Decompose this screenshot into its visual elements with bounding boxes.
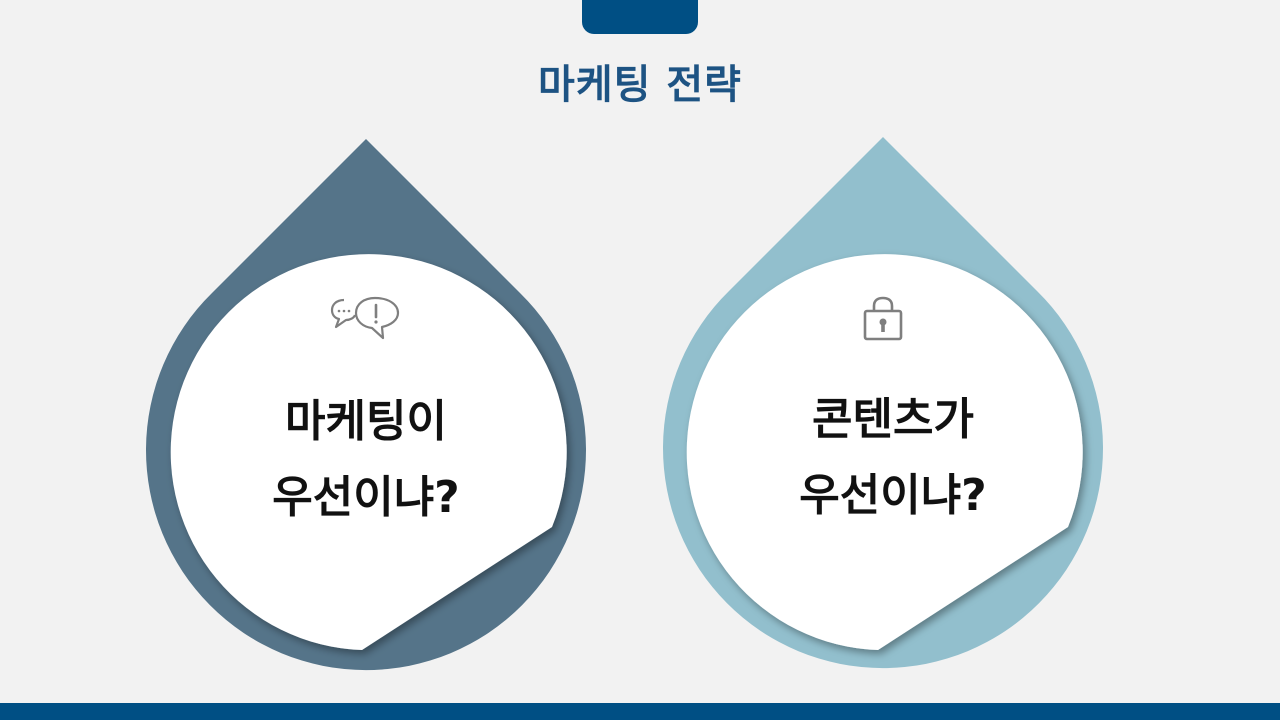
card-right-line1: 콘텐츠가: [812, 394, 974, 445]
drop-left-inner: [170, 254, 567, 651]
card-right-text: 콘텐츠가 우선이냐?: [743, 382, 1043, 534]
card-left-line2: 우선이냐?: [272, 472, 460, 523]
drop-right: [663, 137, 1104, 669]
card-right-line2: 우선이냐?: [799, 470, 987, 521]
speech-bubbles-icon: [330, 296, 400, 340]
drop-right-inner: [686, 254, 1083, 650]
padlock-icon: [863, 296, 903, 341]
top-tab-decoration: [582, 0, 698, 34]
card-left-line1: 마케팅이: [285, 396, 447, 447]
bottom-bar: [0, 703, 1280, 720]
page-title: 마케팅 전략: [538, 62, 742, 108]
card-left-text: 마케팅이 우선이냐?: [216, 384, 516, 536]
drop-left: [145, 139, 586, 671]
